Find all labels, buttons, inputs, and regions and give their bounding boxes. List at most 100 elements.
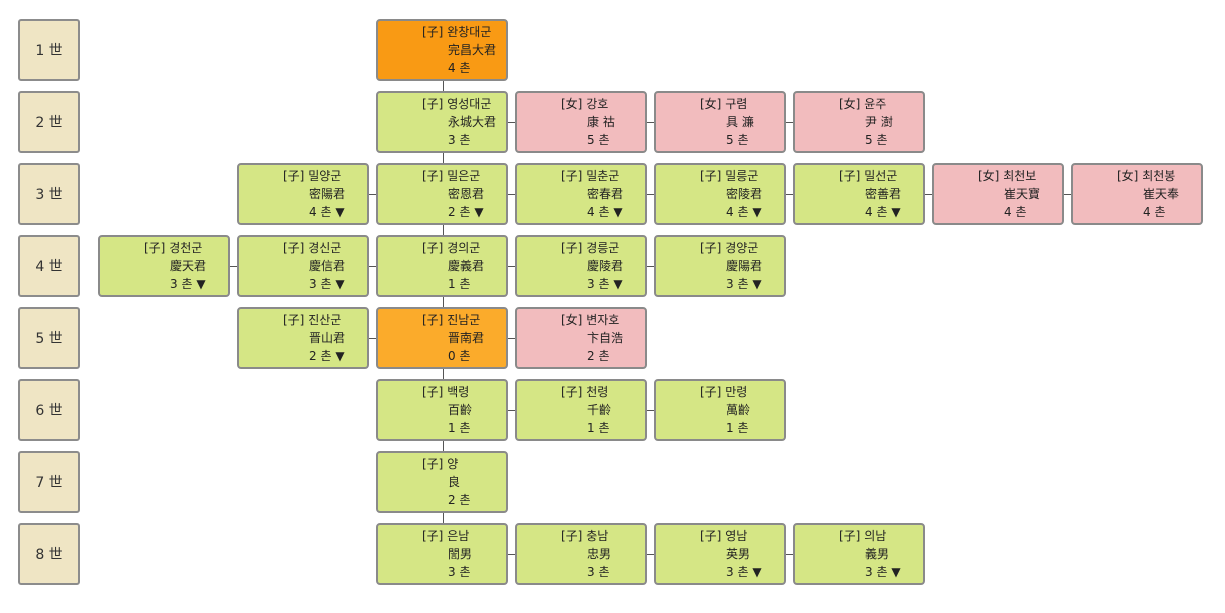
person-hanja: 密恩君 bbox=[448, 187, 485, 201]
kinship-degree-line: 3 촌 bbox=[448, 131, 471, 149]
person-name-line: [子] 경의군 bbox=[422, 239, 480, 257]
person-hanja: 崔天寶 bbox=[1004, 187, 1041, 201]
expand-icon[interactable]: ▼ bbox=[752, 565, 762, 579]
expand-icon[interactable]: ▼ bbox=[474, 205, 484, 219]
person-hanja: 慶天君 bbox=[170, 259, 207, 273]
generation-label: 5 世 bbox=[18, 307, 80, 369]
kinship-degree: 1 촌 bbox=[587, 421, 610, 435]
expand-icon[interactable]: ▼ bbox=[335, 277, 345, 291]
relation-prefix: [女] bbox=[561, 313, 583, 327]
kinship-degree: 1 촌 bbox=[448, 421, 471, 435]
kinship-degree-line: 2 촌 ▼ bbox=[448, 203, 484, 221]
expand-icon[interactable]: ▼ bbox=[613, 205, 623, 219]
relation-prefix: [子] bbox=[700, 529, 722, 543]
kinship-degree: 1 촌 bbox=[448, 277, 471, 291]
generation-label: 4 世 bbox=[18, 235, 80, 297]
expand-icon[interactable]: ▼ bbox=[752, 277, 762, 291]
person-name: 충남 bbox=[586, 529, 609, 543]
expand-icon[interactable]: ▼ bbox=[335, 205, 345, 219]
person-name: 밀릉군 bbox=[725, 169, 759, 183]
kinship-degree-line: 3 촌 ▼ bbox=[587, 275, 623, 293]
person-card[interactable]: [子] 경천군 慶天君 3 촌 ▼ bbox=[98, 235, 230, 297]
relation-prefix: [子] bbox=[422, 529, 444, 543]
person-name: 완창대군 bbox=[447, 25, 492, 39]
person-name-line: [子] 경신군 bbox=[283, 239, 341, 257]
relation-prefix: [子] bbox=[561, 241, 583, 255]
person-hanja: 崔天奉 bbox=[1143, 187, 1180, 201]
relation-prefix: [子] bbox=[283, 241, 305, 255]
person-name-line: [女] 변자호 bbox=[561, 311, 619, 329]
person-hanja: 義男 bbox=[865, 547, 890, 561]
expand-icon[interactable]: ▼ bbox=[613, 277, 623, 291]
kinship-degree: 3 촌 bbox=[865, 565, 888, 579]
kinship-degree-line: 1 촌 bbox=[448, 419, 471, 437]
generation-label: 1 世 bbox=[18, 19, 80, 81]
kinship-degree-line: 3 촌 ▼ bbox=[170, 275, 206, 293]
generation-label: 8 世 bbox=[18, 523, 80, 585]
kinship-degree: 4 촌 bbox=[865, 205, 888, 219]
relation-prefix: [子] bbox=[561, 169, 583, 183]
person-name: 천령 bbox=[586, 385, 609, 399]
expand-icon[interactable]: ▼ bbox=[891, 565, 901, 579]
person-hanja: 慶義君 bbox=[448, 259, 485, 273]
person-name: 경릉군 bbox=[586, 241, 620, 255]
person-name-line: [子] 경천군 bbox=[144, 239, 202, 257]
person-name: 밀은군 bbox=[447, 169, 481, 183]
expand-icon[interactable]: ▼ bbox=[335, 349, 345, 363]
relation-prefix: [女] bbox=[561, 97, 583, 111]
person-name: 최천봉 bbox=[1142, 169, 1176, 183]
person-hanja: 萬齡 bbox=[726, 403, 751, 417]
person-card[interactable]: [子] 경의군 慶義君 1 촌 bbox=[376, 235, 508, 297]
person-hanja: 康 祜 bbox=[587, 115, 615, 129]
generation-label: 2 世 bbox=[18, 91, 80, 153]
person-card[interactable]: [子] 경릉군 慶陵君 3 촌 ▼ bbox=[515, 235, 647, 297]
expand-icon[interactable]: ▼ bbox=[891, 205, 901, 219]
relation-prefix: [子] bbox=[422, 97, 444, 111]
kinship-degree: 3 촌 bbox=[726, 565, 749, 579]
relation-prefix: [女] bbox=[839, 97, 861, 111]
expand-icon[interactable]: ▼ bbox=[752, 205, 762, 219]
person-name-line: [子] 충남 bbox=[561, 527, 608, 545]
kinship-degree: 5 촌 bbox=[726, 133, 749, 147]
person-name: 백령 bbox=[447, 385, 470, 399]
person-hanja: 晋山君 bbox=[309, 331, 346, 345]
kinship-degree: 3 촌 bbox=[587, 565, 610, 579]
descent-connector bbox=[443, 153, 444, 163]
person-name-line: [子] 경양군 bbox=[700, 239, 758, 257]
person-name: 의남 bbox=[864, 529, 887, 543]
person-name: 변자호 bbox=[586, 313, 620, 327]
kinship-degree-line: 3 촌 ▼ bbox=[726, 275, 762, 293]
person-hanja: 慶陵君 bbox=[587, 259, 624, 273]
expand-icon[interactable]: ▼ bbox=[196, 277, 206, 291]
person-hanja: 密春君 bbox=[587, 187, 624, 201]
person-name: 밀선군 bbox=[864, 169, 898, 183]
person-name-line: [子] 밀양군 bbox=[283, 167, 341, 185]
kinship-degree-line: 1 촌 bbox=[587, 419, 610, 437]
person-name: 진남군 bbox=[447, 313, 481, 327]
